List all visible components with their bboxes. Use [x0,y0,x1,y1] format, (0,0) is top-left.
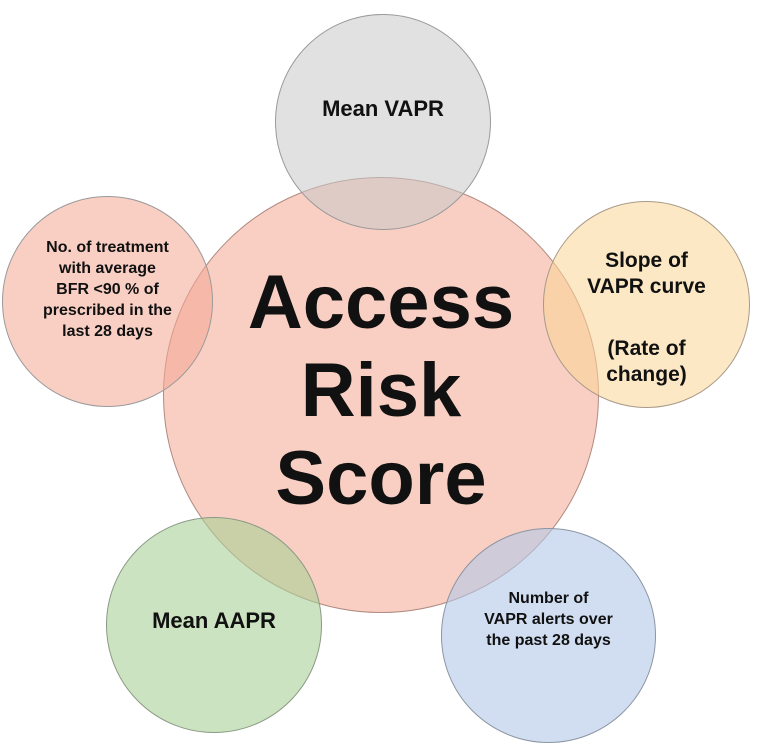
factor-circle-vapr-alerts: Number of VAPR alerts over the past 28 d… [441,528,656,743]
factor-circle-mean-aapr: Mean AAPR [106,517,322,733]
factor-circle-bfr-treatments: No. of treatment with average BFR <90 % … [2,196,213,407]
factor-label-mean-vapr: Mean VAPR [322,96,444,121]
factor-label-vapr-alerts: Number of VAPR alerts over the past 28 d… [484,590,613,649]
factor-label-bfr-treatments: No. of treatment with average BFR <90 % … [43,239,172,340]
factor-label-slope-line2: (Rate of change) [606,336,687,386]
factor-label-slope-line1: Slope of VAPR curve [587,248,706,298]
factor-label-slope-vapr: Slope of VAPR curve (Rate of change) [587,222,706,388]
factor-circle-mean-vapr: Mean VAPR [275,14,491,230]
factor-label-spacer [587,300,706,310]
factor-label-mean-aapr: Mean AAPR [152,608,276,633]
center-label: Access Risk Score [247,260,515,521]
factor-circle-slope-vapr: Slope of VAPR curve (Rate of change) [543,201,750,408]
